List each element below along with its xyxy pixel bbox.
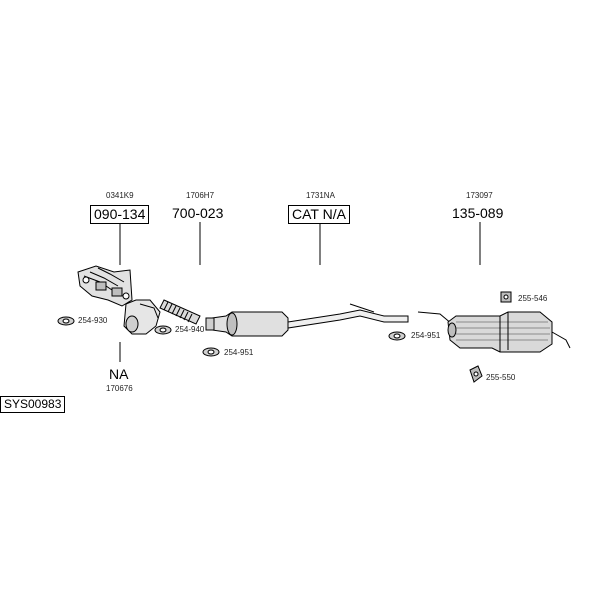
gasket-254-930 (57, 316, 75, 326)
part-ref-code: 1731NA (306, 191, 335, 200)
part-number-label[interactable]: CAT N/A (288, 205, 350, 224)
small-part-label[interactable]: 254-930 (78, 316, 108, 325)
part-number-label[interactable]: NA (109, 366, 129, 382)
gasket-254-951-front (202, 347, 220, 357)
small-part-label[interactable]: 254-951 (411, 331, 441, 340)
rear-silencer (417, 311, 571, 353)
front-pipe (123, 299, 161, 335)
rubber-mount-255-550 (469, 365, 483, 383)
part-ref-code: 1706H7 (186, 191, 215, 200)
exhaust-manifold (77, 265, 133, 307)
part-number-label[interactable]: 135-089 (452, 205, 504, 221)
part-number-label[interactable]: 700-023 (172, 205, 224, 221)
small-part-label[interactable]: 255-546 (518, 294, 548, 303)
rubber-mount-255-546 (500, 291, 512, 303)
part-ref-code: 173097 (466, 191, 493, 200)
catalytic-converter (205, 303, 409, 337)
part-ref-code: 170676 (106, 384, 133, 393)
small-part-label[interactable]: 254-951 (224, 348, 254, 357)
system-code-label: SYS00983 (0, 396, 66, 413)
flex-pipe (159, 299, 201, 325)
part-number-label[interactable]: 090-134 (90, 205, 150, 224)
part-ref-code: 0341K9 (106, 191, 134, 200)
small-part-label[interactable]: 254-940 (175, 325, 205, 334)
gasket-254-951-rear (388, 331, 406, 341)
gasket-254-940 (154, 325, 172, 335)
small-part-label[interactable]: 255-550 (486, 373, 516, 382)
